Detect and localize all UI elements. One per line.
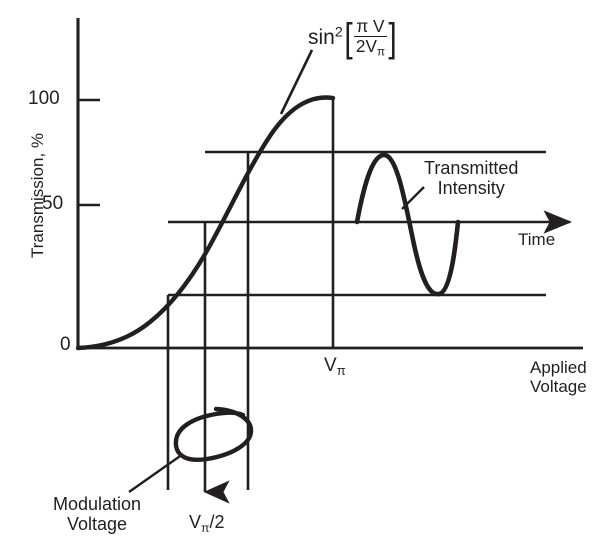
formula-denominator-sub: π bbox=[376, 45, 386, 59]
time-axis-label: Time bbox=[518, 230, 556, 249]
formula-numerator: π V bbox=[353, 17, 388, 37]
x-tick-vpi: Vπ bbox=[324, 355, 346, 379]
transmitted-intensity-line2: Intensity bbox=[437, 178, 505, 199]
bias-voltage-suffix: /2 bbox=[209, 512, 225, 532]
formula-exponent: 2 bbox=[334, 24, 343, 41]
modulation-voltage-waveform bbox=[173, 406, 254, 463]
voltage-ordinates bbox=[166, 98, 335, 504]
x-tick-vpi-subscript: π bbox=[336, 363, 346, 379]
formula-denominator-main: 2V bbox=[355, 35, 377, 56]
construction-lines bbox=[168, 150, 573, 297]
transfer-function-curve bbox=[75, 95, 336, 351]
y-tick-0: 0 bbox=[60, 334, 71, 355]
transmitted-intensity-waveform bbox=[354, 152, 461, 297]
transfer-function-formula: sin2[ π V 2Vπ ] bbox=[308, 16, 398, 61]
formula-leader bbox=[279, 49, 314, 115]
formula-bracket-close: ] bbox=[388, 16, 397, 60]
modulation-voltage-line2: Voltage bbox=[67, 514, 128, 535]
y-tick-100: 100 bbox=[28, 88, 60, 109]
formula-fraction: π V 2Vπ bbox=[353, 17, 388, 59]
modulation-voltage-leader bbox=[128, 453, 184, 493]
transmitted-intensity-label: Transmitted Intensity bbox=[424, 158, 518, 198]
y-axis bbox=[76, 18, 100, 349]
y-tick-50: 50 bbox=[42, 193, 64, 214]
transmitted-intensity-line1: Transmitted bbox=[424, 158, 519, 178]
modulation-voltage-label: Modulation Voltage bbox=[53, 494, 141, 534]
formula-bracket-open: [ bbox=[344, 16, 353, 60]
x-axis-title-line1: Applied bbox=[530, 358, 587, 377]
bias-voltage-label: Vπ/2 bbox=[189, 512, 225, 535]
bias-voltage-subscript: π bbox=[201, 520, 210, 535]
x-axis-title-line2: Voltage bbox=[530, 377, 587, 397]
modulation-voltage-line1: Modulation bbox=[53, 494, 142, 514]
transmitted-intensity-leader bbox=[401, 186, 425, 210]
x-axis-title: Applied Voltage bbox=[530, 358, 587, 396]
formula-denominator: 2Vπ bbox=[354, 37, 387, 59]
formula-sin: sin bbox=[308, 25, 335, 49]
